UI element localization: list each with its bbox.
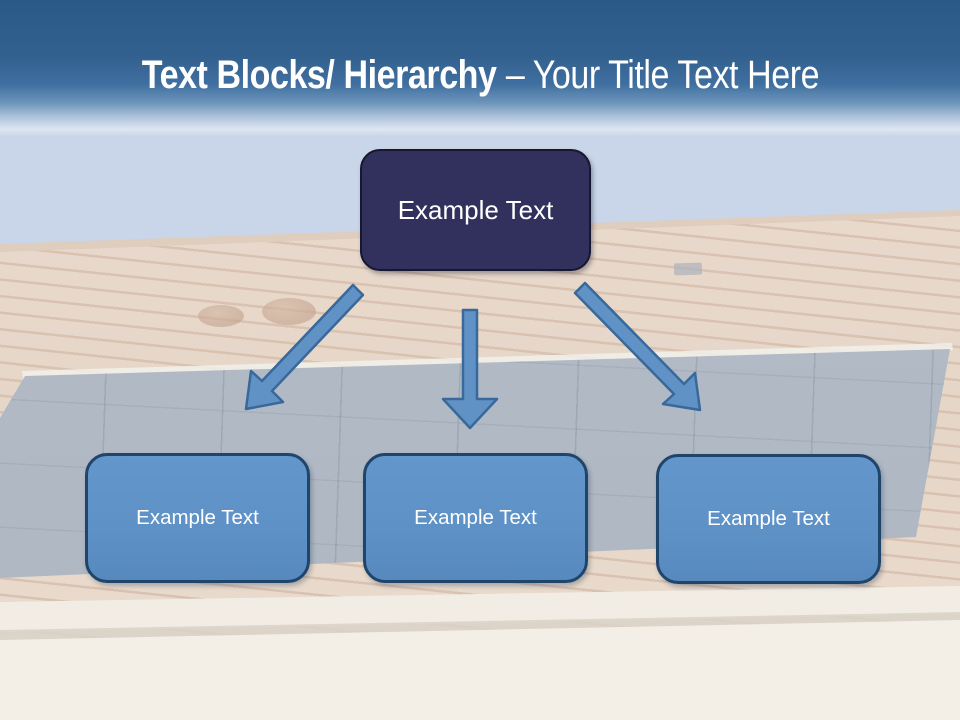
arrow-down-right-icon — [573, 281, 702, 412]
arrow-down-left-icon — [244, 283, 365, 411]
child-text-block-1-label: Example Text — [136, 506, 259, 529]
root-text-block-label: Example Text — [397, 194, 554, 225]
arrow-down-icon — [441, 308, 499, 430]
child-text-block-2: Example Text — [363, 453, 588, 583]
roof-vent-icon — [198, 305, 244, 327]
slide-title: Text Blocks/ Hierarchy– Your Title Text … — [141, 53, 819, 97]
root-text-block: Example Text — [360, 149, 591, 271]
slide-title-bold: Text Blocks/ Hierarchy — [141, 53, 497, 97]
child-text-block-2-label: Example Text — [414, 506, 537, 529]
child-text-block-3-label: Example Text — [707, 507, 830, 530]
slide-title-regular: – Your Title Text Here — [505, 53, 819, 97]
child-text-block-3: Example Text — [656, 454, 881, 584]
title-bar: Text Blocks/ Hierarchy– Your Title Text … — [0, 0, 960, 136]
roof-vent-icon — [262, 298, 316, 325]
child-text-block-1: Example Text — [85, 453, 310, 583]
